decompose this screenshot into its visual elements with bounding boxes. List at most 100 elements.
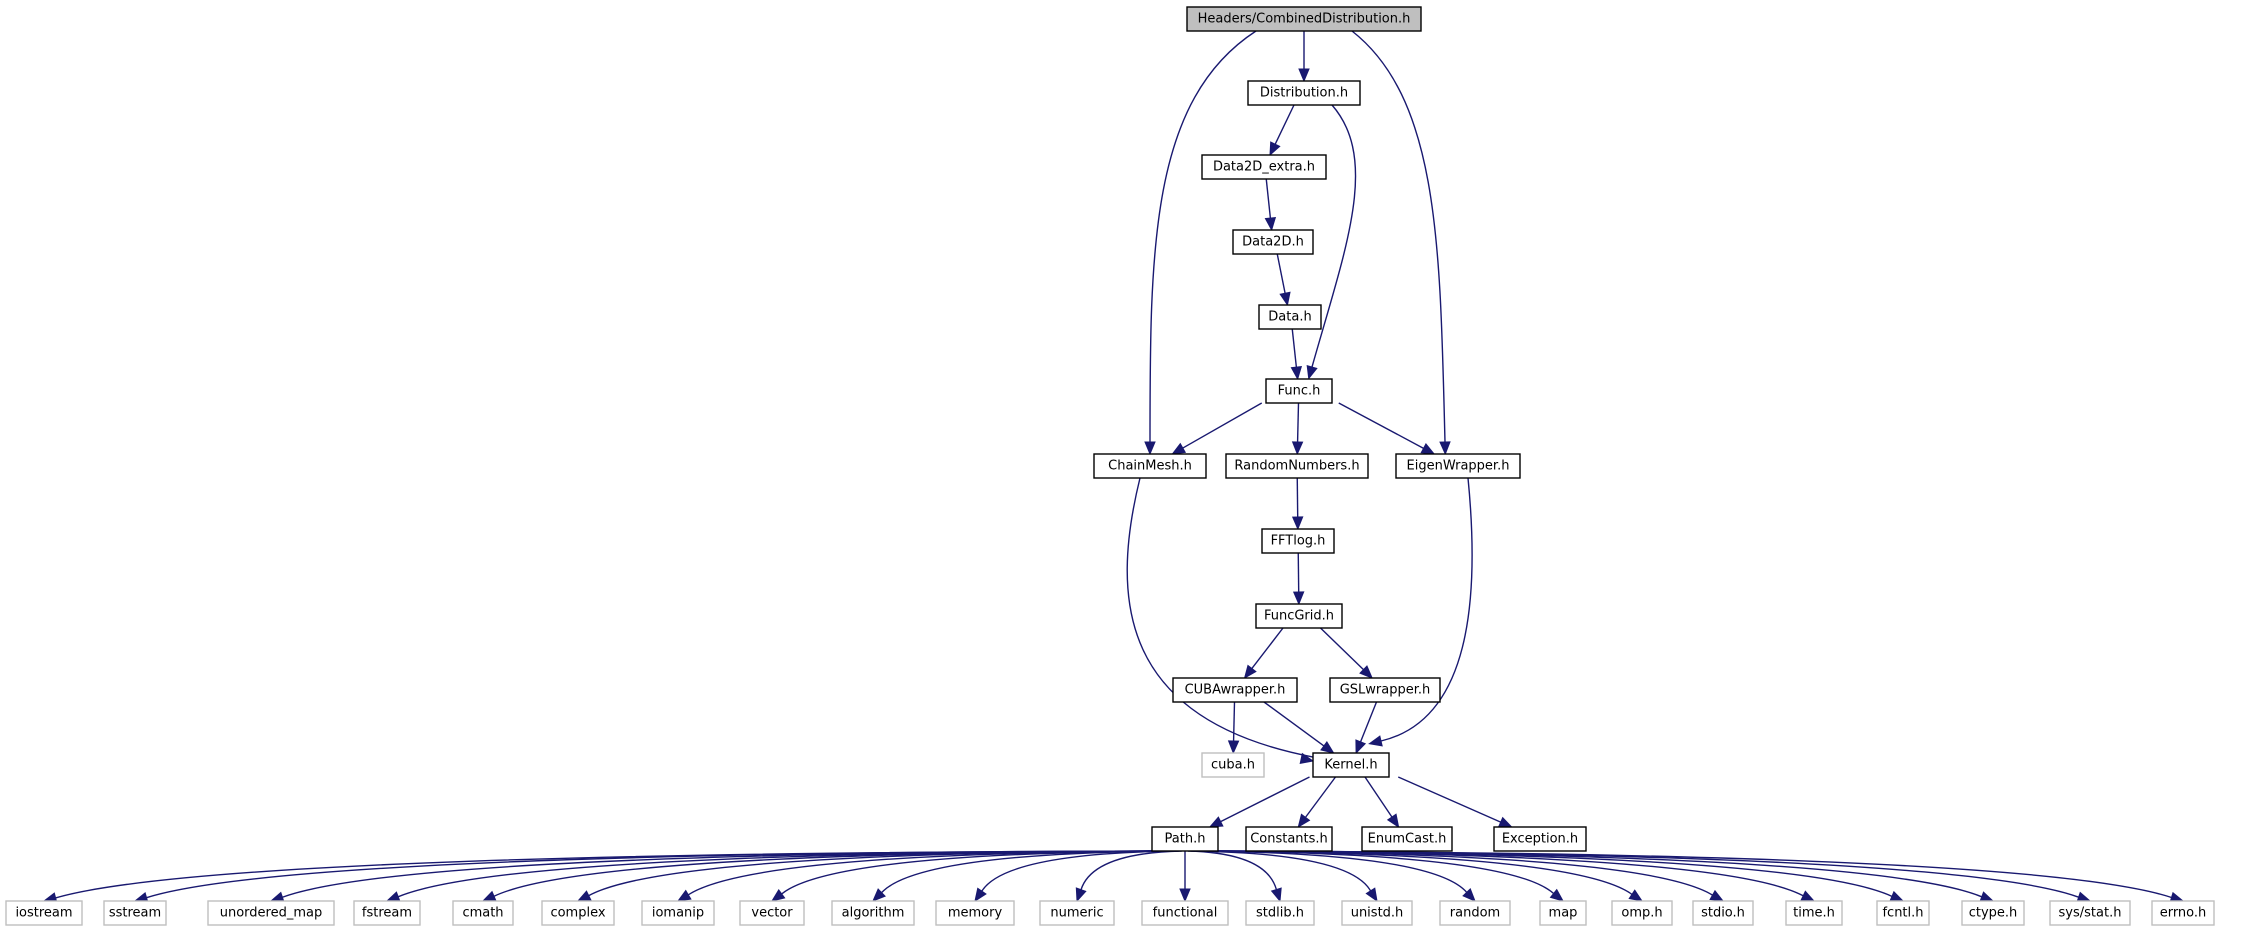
edge-line: [1265, 178, 1272, 219]
node-kernel[interactable]: Kernel.h: [1312, 752, 1390, 778]
node-label: fcntl.h: [1882, 906, 1923, 921]
node-vector: vector: [739, 900, 805, 926]
node-box: [2049, 900, 2131, 926]
node-label: Exception.h: [1502, 832, 1578, 847]
node-distribution[interactable]: Distribution.h: [1247, 80, 1361, 106]
node-label: errno.h: [2160, 906, 2207, 921]
arrowhead: [1979, 891, 1995, 903]
node-box: [103, 900, 167, 926]
arrowhead: [1227, 740, 1240, 755]
edge-line: [1214, 850, 2172, 899]
node-time: time.h: [1785, 900, 1843, 926]
node-box: [452, 900, 514, 926]
node-eigenwrapper[interactable]: EigenWrapper.h: [1395, 453, 1521, 479]
edge-path-to-functional: [1179, 851, 1191, 903]
edge-funcgrid-to-gslwrapper: [1320, 627, 1374, 679]
edge-kernel-to-enumcast: [1364, 776, 1400, 829]
edge-line: [1149, 30, 1257, 443]
node-label: stdlib.h: [1256, 906, 1304, 921]
node-label: FuncGrid.h: [1264, 609, 1334, 624]
node-data2dextra[interactable]: Data2D_extra.h: [1201, 154, 1327, 180]
arrowhead: [1290, 365, 1303, 381]
node-label: iomanip: [652, 906, 704, 921]
node-box: [5, 900, 83, 926]
node-box: [641, 900, 715, 926]
node-enumcast[interactable]: EnumCast.h: [1361, 826, 1453, 852]
node-box: [1151, 826, 1219, 852]
node-box: [1201, 752, 1265, 778]
node-box: [1201, 154, 1327, 180]
edge-line: [981, 850, 1179, 892]
arrowhead: [1292, 591, 1305, 606]
node-label: sys/stat.h: [2059, 906, 2122, 921]
edge-line: [282, 850, 1158, 898]
node-box: [1258, 304, 1322, 330]
edge-line: [1351, 30, 1446, 443]
arrowhead: [1497, 816, 1513, 828]
node-gslwrapper[interactable]: GSLwrapper.h: [1329, 677, 1441, 703]
node-box: [353, 900, 421, 926]
edge-func-to-chainmesh: [1171, 402, 1263, 455]
edge-line: [1251, 627, 1284, 669]
arrowhead: [676, 889, 692, 902]
edge-path-to-stdlib: [1187, 850, 1282, 903]
edge-line: [1263, 701, 1325, 747]
node-box: [1439, 900, 1511, 926]
node-box: [1329, 677, 1441, 703]
edge-func-to-randomnumbers: [1291, 402, 1304, 456]
edges-layer: [42, 30, 2185, 904]
node-data2d[interactable]: Data2D.h: [1232, 229, 1314, 255]
edge-chainmesh-to-kernel: [1126, 477, 1315, 765]
node-path[interactable]: Path.h: [1151, 826, 1219, 852]
edge-randomnumbers-to-fftlog: [1291, 477, 1304, 531]
node-label: complex: [550, 906, 605, 921]
arrowhead: [1439, 441, 1451, 456]
node-cubawrapper[interactable]: CUBAwrapper.h: [1172, 677, 1298, 703]
arrowhead: [1386, 813, 1400, 829]
node-sstream: sstream: [103, 900, 167, 926]
edge-path-to-memory: [974, 850, 1179, 903]
node-func[interactable]: Func.h: [1265, 378, 1333, 404]
node-label: vector: [751, 906, 793, 921]
node-label: GSLwrapper.h: [1340, 683, 1431, 698]
edge-fftlog-to-funcgrid: [1292, 552, 1305, 606]
node-box: [1785, 900, 1843, 926]
node-label: Func.h: [1278, 384, 1321, 399]
node-data[interactable]: Data.h: [1258, 304, 1322, 330]
node-label: Data2D.h: [1242, 235, 1304, 250]
node-label: omp.h: [1621, 906, 1662, 921]
node-memory: memory: [935, 900, 1015, 926]
node-funcgrid[interactable]: FuncGrid.h: [1255, 603, 1343, 629]
edge-path-to-fstream: [385, 850, 1162, 902]
node-exception[interactable]: Exception.h: [1493, 826, 1587, 852]
edge-line: [1304, 776, 1337, 818]
edge-cubawrapper-to-kernel: [1263, 701, 1335, 754]
edge-line: [1364, 776, 1393, 818]
node-box: [1312, 752, 1390, 778]
node-fftlog[interactable]: FFTlog.h: [1261, 528, 1335, 554]
edge-line: [1232, 701, 1236, 742]
node-cmath: cmath: [452, 900, 514, 926]
node-label: ChainMesh.h: [1108, 459, 1192, 474]
node-box: [739, 900, 805, 926]
node-label: memory: [948, 906, 1003, 921]
node-box: [1961, 900, 2025, 926]
node-randomnumbers[interactable]: RandomNumbers.h: [1225, 453, 1369, 479]
node-combined[interactable]: Headers/CombinedDistribution.h: [1186, 6, 1422, 32]
node-unistd: unistd.h: [1341, 900, 1413, 926]
edge-line: [1274, 104, 1295, 145]
node-stdlib: stdlib.h: [1245, 900, 1315, 926]
node-box: [831, 900, 915, 926]
edge-line: [1276, 253, 1286, 294]
node-chainmesh[interactable]: ChainMesh.h: [1093, 453, 1207, 479]
node-label: Path.h: [1165, 832, 1206, 847]
node-constants[interactable]: Constants.h: [1245, 826, 1333, 852]
arrowhead: [974, 887, 987, 903]
node-box: [1255, 603, 1343, 629]
node-label: sstream: [109, 906, 161, 921]
node-label: EigenWrapper.h: [1407, 459, 1510, 474]
arrowhead: [770, 888, 786, 902]
edge-func-to-eigenwrapper: [1338, 402, 1436, 455]
edge-gslwrapper-to-kernel: [1355, 701, 1378, 755]
